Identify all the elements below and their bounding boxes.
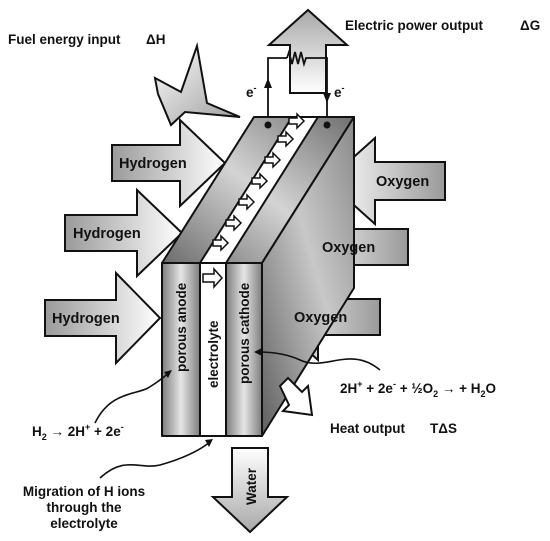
ion-arrow-top-1 xyxy=(212,234,230,252)
cathode-front xyxy=(225,262,263,437)
cathode-label: porous cathode xyxy=(237,282,252,384)
anode-label: porous anode xyxy=(174,282,189,372)
migration-pointer xyxy=(99,441,211,479)
hydrogen-arrow-2 xyxy=(64,187,184,279)
hydrogen-arrows xyxy=(44,117,227,366)
oxygen-label-1: Oxygen xyxy=(376,174,429,190)
ion-arrow-top-5 xyxy=(264,151,282,169)
anode-pointer-head xyxy=(164,370,172,378)
power-output-label: Electric power output xyxy=(345,18,484,33)
water-label: Water xyxy=(244,467,259,505)
cathode-terminal xyxy=(323,121,331,129)
electrolyte-front xyxy=(199,262,227,437)
anode-reaction-pointer xyxy=(94,371,171,424)
anode-terminal xyxy=(264,121,272,129)
hydrogen-label-1: Hydrogen xyxy=(119,156,187,172)
ion-arrow-top-4 xyxy=(251,172,269,190)
migration-label-line-1: Migration of H ions xyxy=(23,484,145,499)
ion-arrow-front xyxy=(202,267,224,289)
hydrogen-label-3: Hydrogen xyxy=(52,311,120,327)
ion-arrow-top-2 xyxy=(225,214,243,232)
resistor-icon xyxy=(286,48,308,68)
hydrogen-label-2: Hydrogen xyxy=(73,226,141,242)
fuel-input-symbol: ΔH xyxy=(146,32,165,47)
electron-arrow-up-icon xyxy=(264,78,272,88)
electron-label-right: e- xyxy=(334,83,345,100)
cathode-reaction: 2H+ + 2e- + ½O2 → + H2O xyxy=(340,379,496,399)
cathode-pointer-head xyxy=(254,348,262,356)
ion-arrow-top-3 xyxy=(238,193,256,211)
electrolyte-label: electrolyte xyxy=(206,320,221,388)
pointer-lines xyxy=(94,348,381,479)
cathode-reaction-pointer xyxy=(257,351,381,371)
heat-output-label: Heat output xyxy=(330,421,405,436)
power-output-arrow xyxy=(266,8,350,94)
fuel-cell-block xyxy=(161,116,355,437)
migration-pointer-head xyxy=(205,439,213,447)
anode-front xyxy=(161,262,201,437)
electron-arrow-down-icon xyxy=(323,93,331,103)
migration-label-line-3: electrolyte xyxy=(50,516,118,531)
heat-output-arrow xyxy=(278,376,314,417)
electron-label-left: e- xyxy=(246,83,257,100)
ion-migration-arrows xyxy=(202,112,306,289)
oxygen-label-3: Oxygen xyxy=(294,310,347,326)
migration-label-line-2: through the xyxy=(47,500,122,515)
heat-output-symbol: TΔS xyxy=(430,421,457,436)
ion-arrow-top-7 xyxy=(288,112,306,130)
hydrogen-arrow-3 xyxy=(44,270,162,366)
power-output-symbol: ΔG xyxy=(520,18,540,33)
fuel-input-label: Fuel energy input xyxy=(8,32,121,47)
oxygen-label-2: Oxygen xyxy=(322,240,375,256)
water-arrow xyxy=(210,447,290,534)
fuel-input-arrow xyxy=(153,42,241,127)
ion-arrow-top-6 xyxy=(277,130,295,148)
hydrogen-arrow-1 xyxy=(111,117,227,209)
anode-reaction: H2 → 2H+ + 2e- xyxy=(32,422,124,442)
